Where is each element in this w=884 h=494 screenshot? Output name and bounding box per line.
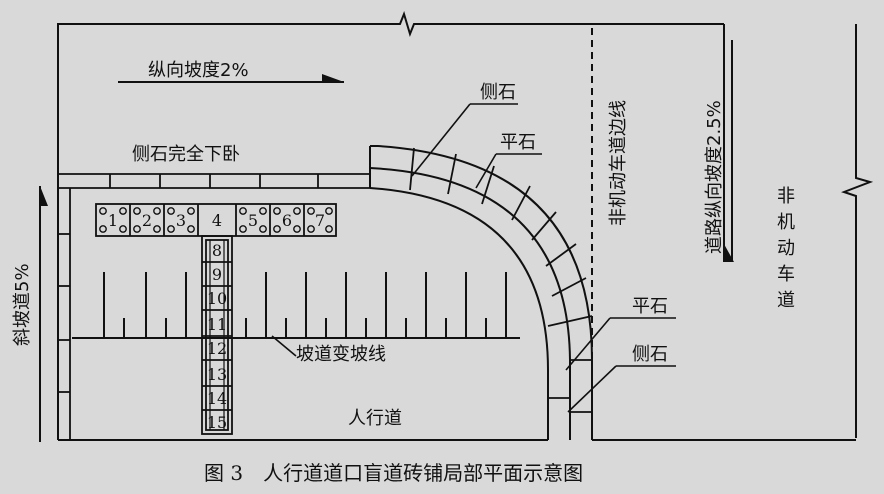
tactile-dot [167,207,175,215]
tactile-dot [133,225,141,233]
tile-number: 11 [207,315,227,334]
tactile-dot [273,207,281,215]
bike-lane-char: 车 [777,264,795,285]
tile-number: 12 [207,339,227,358]
grade-change-ticks [103,272,507,338]
tactile-dot [293,225,301,233]
tactile-dot [273,225,281,233]
tactile-dot [259,207,267,215]
left-curb-band [57,188,71,440]
tile-number: 10 [207,289,227,308]
tactile-dot [153,225,161,233]
ramp-slope-arrowhead [40,186,48,206]
label-flat-top: 平石 [500,132,536,153]
curved-curb-outer [369,145,593,440]
tile-number: 9 [212,265,222,284]
tactile-column-stripes [209,240,225,430]
label-flat-right: 平石 [632,296,668,317]
tactile-dot [307,225,315,233]
bike-lane-char: 非 [777,186,795,207]
label-grade-change: 坡道变坡线 [296,344,386,365]
longitudinal-slope-arrowhead [322,74,344,82]
tactile-dot [167,225,175,233]
tactile-dot [187,207,195,215]
label-sidewalk: 人行道 [348,408,402,429]
label-ramp-slope: 斜坡道5% [12,263,33,346]
tile-number: 13 [207,365,227,384]
tile-number: 2 [142,211,152,230]
label-road-slope: 道路纵向坡度2.5% [704,100,725,254]
label-curb-laydown: 侧石完全下卧 [132,144,240,165]
label-curb-right: 侧石 [632,344,668,365]
tactile-dot [239,207,247,215]
tactile-dots [99,207,333,233]
tactile-dot [325,207,333,215]
tactile-tile-column [201,235,233,435]
tile-number: 14 [207,389,227,408]
figure-caption: 图 3 人行道道口盲道砖铺局部平面示意图 [204,461,583,485]
tile-number: 15 [207,413,227,432]
label-slope-longitudinal: 纵向坡度2% [148,60,249,81]
label-bike-lane: 非机动车道 [777,186,795,311]
tactile-dot [307,207,315,215]
tactile-dot [187,225,195,233]
bike-lane-char: 动 [777,238,795,259]
tile-number: 6 [282,211,292,230]
tactile-dot [119,207,127,215]
label-bike-edge: 非机动车道边线 [608,100,629,226]
top-curb-band [58,173,371,189]
bike-lane-char: 机 [777,212,795,233]
tile-number: 7 [315,211,325,230]
tile-number: 5 [248,211,258,230]
tactile-dot [259,225,267,233]
tactile-dot [153,207,161,215]
tile-number: 3 [176,211,186,230]
tile-number: 4 [212,211,222,230]
curved-curb-joints [409,147,593,413]
tactile-dot [99,225,107,233]
tile-number: 8 [212,241,222,260]
tactile-dot [133,207,141,215]
bike-lane-char: 道 [777,290,795,311]
road-slope-arrowhead [724,244,734,262]
tactile-dot [325,225,333,233]
outer-frame [57,10,874,441]
tactile-dot [293,207,301,215]
label-curb-top: 侧石 [480,82,516,103]
tile-number: 1 [108,211,118,230]
leader-lines [271,103,676,413]
tactile-dot [239,225,247,233]
tactile-dot [119,225,127,233]
tactile-dot [99,207,107,215]
